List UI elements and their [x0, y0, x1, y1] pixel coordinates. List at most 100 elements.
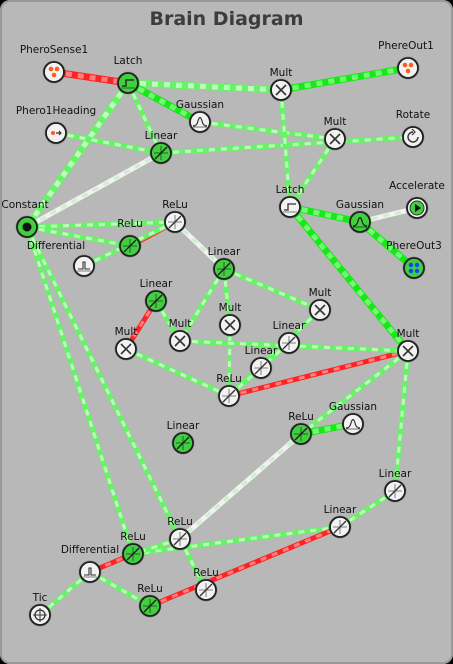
output-icon [402, 62, 414, 74]
edge-mult2-latch2 [287, 136, 338, 210]
diagram-title: Brain Diagram [149, 8, 304, 30]
edge-latch2-mult7 [286, 203, 412, 355]
edge-mult3-relu3 [123, 346, 232, 399]
node-phero1heading[interactable]: Phero1Heading [16, 105, 96, 145]
node-phereout1[interactable]: PhereOut1 [378, 40, 434, 80]
node-mult1[interactable]: Mult [269, 67, 293, 102]
mult-icon [329, 133, 341, 145]
linear-icon [294, 427, 308, 441]
node-rotate[interactable]: Rotate [396, 109, 430, 149]
node-accelerate[interactable]: Accelerate [389, 180, 445, 220]
output-icon [408, 262, 420, 274]
latch-icon [283, 203, 297, 213]
edge-latch1-gaussian1 [124, 79, 204, 126]
node-pherosense1[interactable]: PheroSense1 [20, 44, 88, 84]
nodes-layer: PheroSense1LatchMultPhereOut1GaussianPhe… [1, 40, 445, 627]
node-gaussian2[interactable]: Gaussian [336, 199, 384, 234]
node-relu8[interactable]: ReLu [137, 583, 163, 618]
edge-constant-relu6 [24, 224, 183, 542]
node-relu7[interactable]: ReLu [193, 567, 219, 602]
node-gaussian1[interactable]: Gaussian [176, 99, 224, 134]
node-latch1[interactable]: Latch [114, 55, 143, 95]
accelerate-icon [409, 200, 425, 216]
node-label: ReLu [162, 199, 188, 211]
heading-icon [51, 130, 62, 136]
edge-mult7-relu4 [298, 348, 411, 437]
node-differential1[interactable]: Differential [27, 240, 96, 278]
differential-icon [83, 567, 97, 578]
node-label: Latch [276, 184, 305, 196]
gaussian-icon [345, 418, 361, 430]
edge-relu3-mult7 [226, 348, 411, 399]
edge-phero1heading-linear1 [53, 130, 164, 156]
node-label: Linear [245, 345, 278, 357]
gaussian-icon [192, 116, 208, 128]
node-label: Gaussian [336, 199, 384, 211]
node-linear3[interactable]: Linear [140, 278, 173, 313]
node-mult5[interactable]: Mult [218, 302, 242, 337]
node-label: PheroSense1 [20, 44, 88, 56]
node-mult2[interactable]: Mult [323, 116, 347, 151]
node-relu3[interactable]: ReLu [216, 373, 242, 408]
edge-differential2-relu8 [87, 569, 153, 609]
node-linear8[interactable]: Linear [324, 504, 357, 539]
edge-mult5-relu3 [226, 322, 233, 399]
edge-constant-relu1 [24, 219, 178, 230]
linear-icon [149, 294, 163, 308]
node-linear4[interactable]: Linear [273, 320, 306, 355]
node-mult4[interactable]: Mult [168, 318, 192, 353]
edge-linear1-constant [24, 150, 164, 230]
node-gaussian3[interactable]: Gaussian [329, 401, 377, 436]
node-mult6[interactable]: Mult [308, 287, 332, 322]
edge-mult1-latch2 [278, 87, 293, 210]
edge-latch1-linear1 [125, 80, 164, 156]
node-relu6[interactable]: ReLu [167, 516, 193, 551]
node-constant[interactable]: Constant [1, 199, 49, 239]
node-linear2[interactable]: Linear [208, 246, 241, 281]
node-relu4[interactable]: ReLu [288, 411, 314, 446]
node-differential2[interactable]: Differential [61, 544, 119, 584]
tic-icon [33, 608, 47, 622]
node-latch2[interactable]: Latch [276, 184, 305, 219]
linear-icon [143, 599, 157, 613]
gaussian-icon [352, 216, 368, 228]
node-linear6[interactable]: Linear [167, 420, 200, 455]
mult-icon [402, 345, 414, 357]
linear-icon [123, 239, 137, 253]
edges-layer [23, 64, 420, 618]
node-label: Constant [1, 199, 48, 211]
node-label: Differential [61, 544, 119, 556]
linear-icon [173, 532, 187, 546]
node-label: Linear [379, 468, 412, 480]
linear-icon [126, 547, 140, 561]
node-relu2[interactable]: ReLu [117, 218, 143, 258]
edge-linear2-mult6 [221, 266, 323, 313]
node-mult3[interactable]: Mult [114, 326, 138, 361]
edge-linear7-linear8 [337, 488, 398, 530]
linear-icon [282, 336, 296, 350]
node-relu5[interactable]: ReLu [120, 531, 146, 566]
mult-icon [314, 304, 326, 316]
linear-icon [222, 389, 236, 403]
constant-icon [22, 222, 32, 232]
node-linear7[interactable]: Linear [379, 468, 412, 503]
node-label: Gaussian [176, 99, 224, 111]
node-label: Accelerate [389, 180, 445, 192]
node-phereout3[interactable]: PhereOut3 [386, 240, 442, 280]
node-label: Linear [273, 320, 306, 332]
node-relu1[interactable]: ReLu [162, 199, 188, 234]
node-linear5[interactable]: Linear [245, 345, 278, 380]
node-label: Gaussian [329, 401, 377, 413]
node-label: PhereOut3 [386, 240, 442, 252]
node-label: Mult [169, 318, 192, 330]
edge-gaussian2-phereout3 [356, 218, 418, 272]
node-linear1[interactable]: Linear [145, 130, 178, 165]
node-label: Linear [140, 278, 173, 290]
edge-linear2-mult4 [177, 266, 227, 344]
node-label: Linear [145, 130, 178, 142]
node-mult7[interactable]: Mult [396, 328, 420, 363]
node-tic[interactable]: Tic [28, 592, 52, 627]
linear-icon [199, 583, 213, 597]
